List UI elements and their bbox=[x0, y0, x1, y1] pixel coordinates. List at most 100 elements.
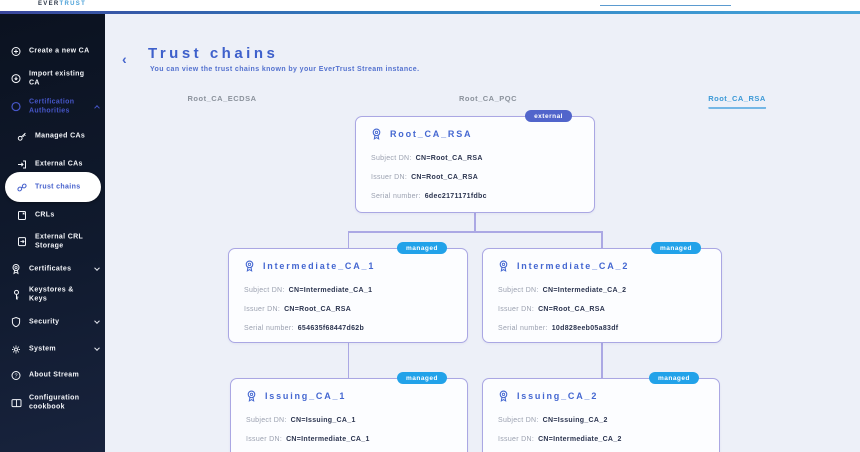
evertrust-logo: EVERTRUST bbox=[38, 1, 86, 7]
key-icon bbox=[16, 131, 28, 142]
sidebar-item-about-stream[interactable]: ? About Stream bbox=[0, 370, 105, 381]
field-value: CN=Root_CA_RSA bbox=[415, 155, 483, 162]
status-badge: managed bbox=[396, 372, 447, 384]
serial-number-row: Serial number:10d828eeb05a83df bbox=[498, 325, 618, 332]
tab-root-ca-pqc[interactable]: Root_CA_PQC bbox=[458, 94, 518, 103]
document-export-icon bbox=[16, 237, 28, 248]
page-subtitle: You can view the trust chains known by y… bbox=[150, 66, 420, 73]
page-title: Trust chains bbox=[148, 45, 279, 62]
circle-outline-icon bbox=[10, 102, 22, 113]
sidebar-item-create-new-ca[interactable]: Create a new CA bbox=[0, 46, 105, 57]
field-label: Subject DN: bbox=[498, 417, 539, 424]
sidebar-item-label: About Stream bbox=[29, 371, 80, 379]
circle-import-icon bbox=[10, 74, 22, 85]
chevron-down-icon bbox=[94, 344, 100, 351]
sidebar-item-external-crl-storage[interactable]: External CRL Storage bbox=[0, 233, 105, 252]
issuer-dn-row: Issuer DN:CN=Intermediate_CA_2 bbox=[498, 436, 622, 443]
field-label: Serial number: bbox=[244, 325, 294, 332]
ca-name: Intermediate_CA_1 bbox=[263, 261, 376, 271]
sidebar-item-label: Create a new CA bbox=[29, 47, 90, 55]
field-value: CN=Intermediate_CA_1 bbox=[288, 287, 373, 294]
field-label: Subject DN: bbox=[498, 287, 539, 294]
sidebar-item-configuration-cookbook[interactable]: Configuration cookbook bbox=[0, 394, 105, 413]
tree-connector bbox=[347, 231, 603, 233]
tree-connector bbox=[474, 213, 476, 231]
tab-root-ca-rsa[interactable]: Root_CA_RSA bbox=[708, 94, 766, 109]
chain-icon bbox=[16, 182, 28, 193]
field-label: Subject DN: bbox=[246, 417, 287, 424]
sidebar-item-keystores-keys[interactable]: Keystores & Keys bbox=[0, 286, 105, 305]
tree-connector bbox=[601, 343, 603, 378]
field-value: CN=Intermediate_CA_2 bbox=[538, 436, 622, 443]
sidebar-item-security[interactable]: Security bbox=[0, 316, 105, 328]
sidebar-item-label: Trust chains bbox=[35, 183, 81, 191]
sidebar-item-label: External CRL Storage bbox=[35, 233, 84, 250]
main-content: ‹ Trust chains You can view the trust ch… bbox=[105, 14, 860, 452]
field-value: 6dec2171171fdbc bbox=[424, 193, 487, 200]
field-value: CN=Root_CA_RSA bbox=[538, 306, 606, 313]
sidebar-item-label: System bbox=[29, 345, 57, 353]
issuer-dn-row: Issuer DN:CN=Root_CA_RSA bbox=[498, 306, 605, 313]
field-label: Issuer DN: bbox=[371, 174, 408, 181]
certificate-icon bbox=[371, 128, 382, 140]
field-label: Subject DN: bbox=[371, 155, 412, 162]
sidebar-item-label: Security bbox=[29, 318, 60, 326]
serial-number-row: Serial number:654635f68447d62b bbox=[244, 325, 364, 332]
field-value: CN=Issuing_CA_1 bbox=[290, 417, 356, 424]
ca-card-intermediate-ca-1[interactable]: managed Intermediate_CA_1 Subject DN:CN=… bbox=[228, 242, 468, 343]
field-value: CN=Intermediate_CA_2 bbox=[542, 287, 627, 294]
field-value: CN=Intermediate_CA_1 bbox=[286, 436, 370, 443]
sidebar-item-managed-cas[interactable]: Managed CAs bbox=[0, 131, 105, 142]
ca-name: Issuing_CA_1 bbox=[265, 391, 347, 401]
field-label: Serial number: bbox=[498, 325, 548, 332]
ca-card-issuing-ca-1[interactable]: managed Issuing_CA_1 Subject DN:CN=Issui… bbox=[230, 372, 468, 452]
ca-card-title: Intermediate_CA_1 bbox=[244, 260, 375, 272]
search-input-underline[interactable] bbox=[600, 5, 731, 6]
sidebar-item-label: Configuration cookbook bbox=[29, 394, 80, 411]
ca-card-title: Root_CA_RSA bbox=[371, 128, 472, 140]
gear-icon bbox=[10, 344, 22, 355]
subject-dn-row: Subject DN:CN=Intermediate_CA_2 bbox=[498, 287, 626, 294]
issuer-dn-row: Issuer DN:CN=Root_CA_RSA bbox=[244, 306, 351, 313]
chevron-up-icon bbox=[94, 105, 100, 112]
keystore-icon bbox=[10, 289, 22, 301]
tree-connector bbox=[601, 231, 603, 248]
field-value: CN=Issuing_CA_2 bbox=[542, 417, 608, 424]
field-value: CN=Root_CA_RSA bbox=[284, 306, 352, 313]
field-label: Serial number: bbox=[371, 193, 421, 200]
subject-dn-row: Subject DN:CN=Intermediate_CA_1 bbox=[244, 287, 372, 294]
sidebar-item-trust-chains[interactable]: Trust chains bbox=[0, 182, 105, 193]
tab-root-ca-ecdsa[interactable]: Root_CA_ECDSA bbox=[187, 94, 257, 103]
subject-dn-row: Subject DN:CN=Root_CA_RSA bbox=[371, 155, 483, 162]
sidebar-item-certificates[interactable]: Certificates bbox=[0, 264, 105, 275]
certificate-icon bbox=[244, 260, 255, 272]
ca-name: Intermediate_CA_2 bbox=[517, 261, 630, 271]
field-label: Issuer DN: bbox=[498, 436, 535, 443]
chevron-down-icon bbox=[94, 317, 100, 324]
ca-name: Root_CA_RSA bbox=[390, 129, 473, 139]
sidebar-item-system[interactable]: System bbox=[0, 344, 105, 355]
sidebar-item-label: CRLs bbox=[35, 211, 55, 219]
sidebar-item-certification-authorities[interactable]: Certification Authorities bbox=[0, 98, 105, 117]
header-gradient-divider bbox=[0, 11, 860, 14]
field-value: 10d828eeb05a83df bbox=[551, 325, 619, 332]
ca-card-root-ca-rsa[interactable]: external Root_CA_RSA Subject DN:CN=Root_… bbox=[355, 110, 595, 213]
sidebar-item-import-existing-ca[interactable]: Import existing CA bbox=[0, 70, 105, 89]
status-badge: external bbox=[525, 110, 572, 122]
sidebar-item-label: Managed CAs bbox=[35, 132, 86, 140]
back-button[interactable]: ‹ bbox=[122, 51, 127, 67]
tree-connector bbox=[347, 343, 349, 378]
ca-card-title: Issuing_CA_2 bbox=[498, 390, 598, 402]
ca-card-issuing-ca-2[interactable]: managed Issuing_CA_2 Subject DN:CN=Issui… bbox=[482, 372, 720, 452]
chevron-down-icon bbox=[94, 264, 100, 271]
ca-card-intermediate-ca-2[interactable]: managed Intermediate_CA_2 Subject DN:CN=… bbox=[482, 242, 722, 343]
circle-plus-icon bbox=[10, 46, 22, 57]
status-badge: managed bbox=[648, 372, 699, 384]
sidebar-item-external-cas[interactable]: External CAs bbox=[0, 159, 105, 170]
field-label: Issuer DN: bbox=[498, 306, 535, 313]
status-badge: managed bbox=[396, 242, 447, 254]
sidebar-item-label: Certificates bbox=[29, 265, 72, 273]
sidebar-item-crls[interactable]: CRLs bbox=[0, 210, 105, 221]
sidebar: Create a new CA Import existing CA Certi… bbox=[0, 14, 105, 452]
